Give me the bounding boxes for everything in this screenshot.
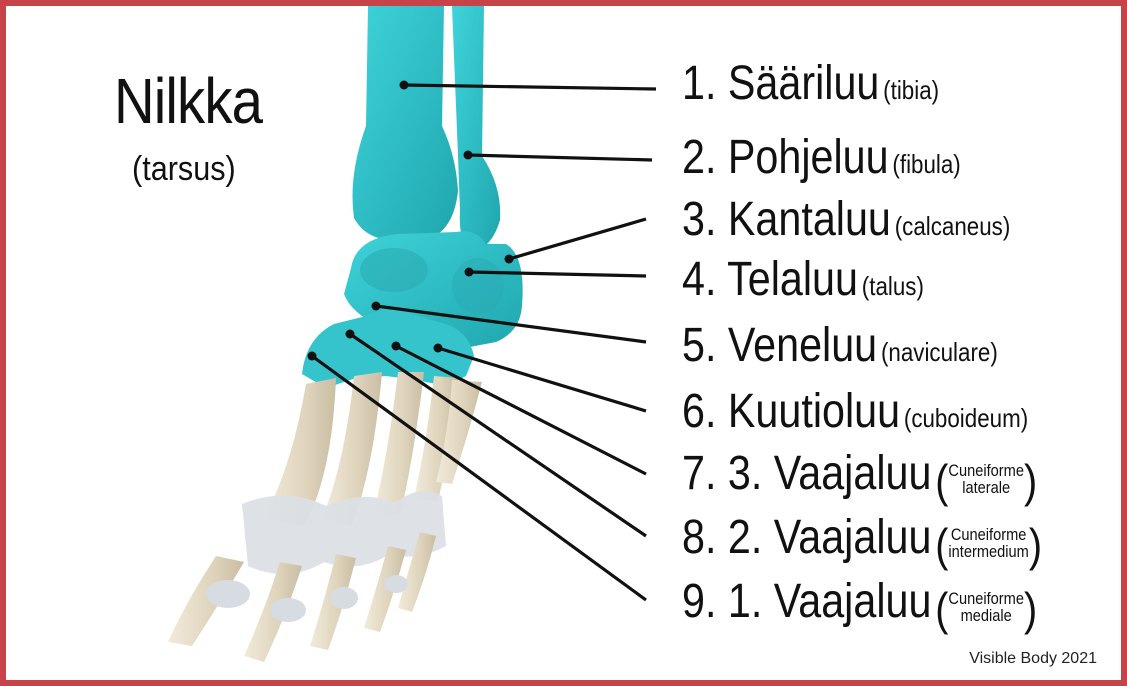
leader-dot-1 [400,81,409,90]
label-4-latin: (talus) [862,271,924,301]
label-1-name: 1. Sääriluu [682,57,879,110]
label-7-name: 7. 3. Vaajaluu [682,447,931,500]
label-2-latin: (fibula) [892,149,960,179]
leader-dot-6 [434,344,443,353]
label-4: 4. Telaluu (talus) [682,252,924,307]
label-3-latin: (calcaneus) [895,211,1011,241]
fibula-bone [452,6,500,252]
label-3: 3. Kantaluu (calcaneus) [682,192,1010,247]
leader-dot-2 [464,151,473,160]
label-6-name: 6. Kuutioluu [682,385,900,438]
label-3-name: 3. Kantaluu [682,193,891,246]
diagram-title: Nilkka [114,64,262,138]
label-1-latin: (tibia) [883,75,939,105]
label-5: 5. Veneluu (naviculare) [682,318,998,373]
label-5-name: 5. Veneluu [682,319,877,372]
leader-dot-7 [392,342,401,351]
diagram-subtitle: (tarsus) [132,150,236,189]
credit-text: Visible Body 2021 [969,650,1097,668]
label-9-name: 9. 1. Vaajaluu [682,575,931,628]
leader-dot-8 [346,330,355,339]
tibia-bone [353,6,459,240]
leader-dot-4 [465,268,474,277]
label-6-latin: (cuboideum) [904,403,1028,433]
leader-line-2 [468,155,652,160]
label-1: 1. Sääriluu (tibia) [682,56,939,111]
leader-dot-5 [372,302,381,311]
label-8-name: 8. 2. Vaajaluu [682,511,931,564]
leader-dot-9 [308,352,317,361]
label-5-latin: (naviculare) [881,337,998,367]
label-2-name: 2. Pohjeluu [682,131,889,184]
label-6: 6. Kuutioluu (cuboideum) [682,384,1028,439]
leader-line-3 [509,219,646,259]
leader-dot-3 [505,255,514,264]
label-4-name: 4. Telaluu [682,253,858,306]
label-2: 2. Pohjeluu (fibula) [682,130,961,185]
